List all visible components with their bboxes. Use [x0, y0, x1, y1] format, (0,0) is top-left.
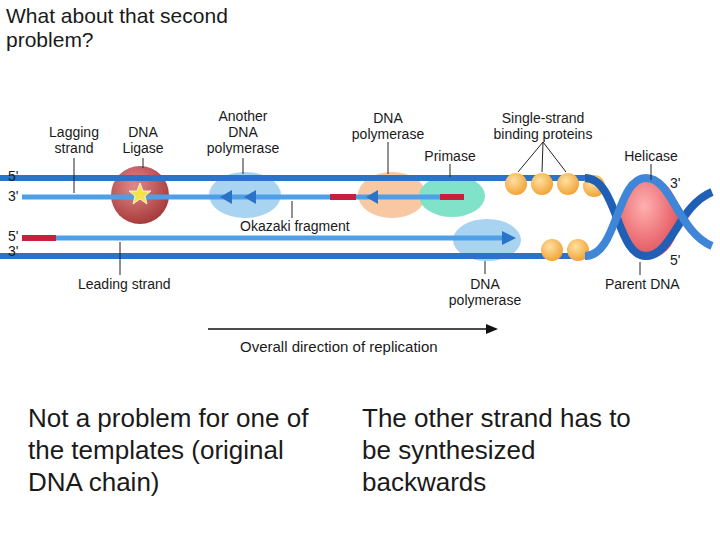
- diagram-label: Another DNA polymerase: [207, 108, 279, 156]
- leader-line: [651, 164, 652, 180]
- ssb-protein: [557, 173, 579, 195]
- arrowhead: [220, 190, 232, 204]
- template-strand: [0, 253, 592, 259]
- leader-line: [243, 158, 244, 174]
- ssb-protein: [541, 239, 563, 261]
- arrowhead: [366, 190, 378, 204]
- leading-strand: [22, 236, 502, 241]
- diagram-label: Overall direction of replication: [240, 338, 438, 356]
- bullet-text: Not a problem for one of the templates (…: [28, 402, 328, 498]
- bullet-text: The other strand has to be synthesized b…: [362, 402, 652, 498]
- diagram-label: Parent DNA: [605, 276, 680, 292]
- template-strand: [0, 175, 592, 181]
- diagram-label: 5': [8, 168, 18, 184]
- slide-title: What about that second problem?: [6, 4, 246, 52]
- leader-line: [518, 142, 543, 172]
- leader-line: [542, 142, 543, 172]
- diagram-label: Okazaki fragment: [240, 218, 350, 234]
- diagram-label: Single-strand binding proteins: [481, 110, 606, 142]
- diagram-label: 3': [8, 188, 18, 204]
- arrowhead: [244, 190, 256, 204]
- leader-line: [450, 164, 451, 177]
- leader-line: [543, 142, 566, 172]
- leader-line: [74, 158, 75, 193]
- rna-primer: [22, 235, 56, 241]
- diagram-label: Primase: [424, 148, 475, 164]
- leader-line: [143, 158, 144, 168]
- leader-line: [640, 262, 641, 275]
- diagram-label: 5': [670, 252, 680, 268]
- diagram-label: 3': [8, 243, 18, 259]
- arrowhead: [502, 231, 516, 245]
- parent-helix: [585, 178, 712, 256]
- ligase-star: [129, 183, 151, 204]
- leader-line: [120, 242, 121, 275]
- leader-line: [388, 142, 389, 174]
- leader-line: [292, 201, 293, 218]
- arrowhead: [486, 324, 498, 334]
- direction-arrow: [208, 328, 486, 330]
- diagram-label: Lagging strand: [49, 124, 99, 156]
- ssb-protein: [531, 173, 553, 195]
- diagram-label: 3': [670, 175, 680, 191]
- rna-primer: [440, 194, 464, 200]
- diagram-label: 5': [8, 228, 18, 244]
- diagram-label: DNA polymerase: [352, 110, 424, 142]
- diagram-label: Helicase: [624, 148, 678, 164]
- lagging-strand: [22, 195, 462, 200]
- diagram-label: DNA polymerase: [449, 276, 521, 308]
- rna-primer: [330, 194, 356, 200]
- diagram-label: DNA Ligase: [122, 124, 163, 156]
- parent-helix: [585, 178, 712, 256]
- diagram-label: Leading strand: [78, 276, 171, 292]
- leader-line: [485, 261, 486, 274]
- leader-lines: [74, 142, 651, 275]
- ssb-protein: [505, 173, 527, 195]
